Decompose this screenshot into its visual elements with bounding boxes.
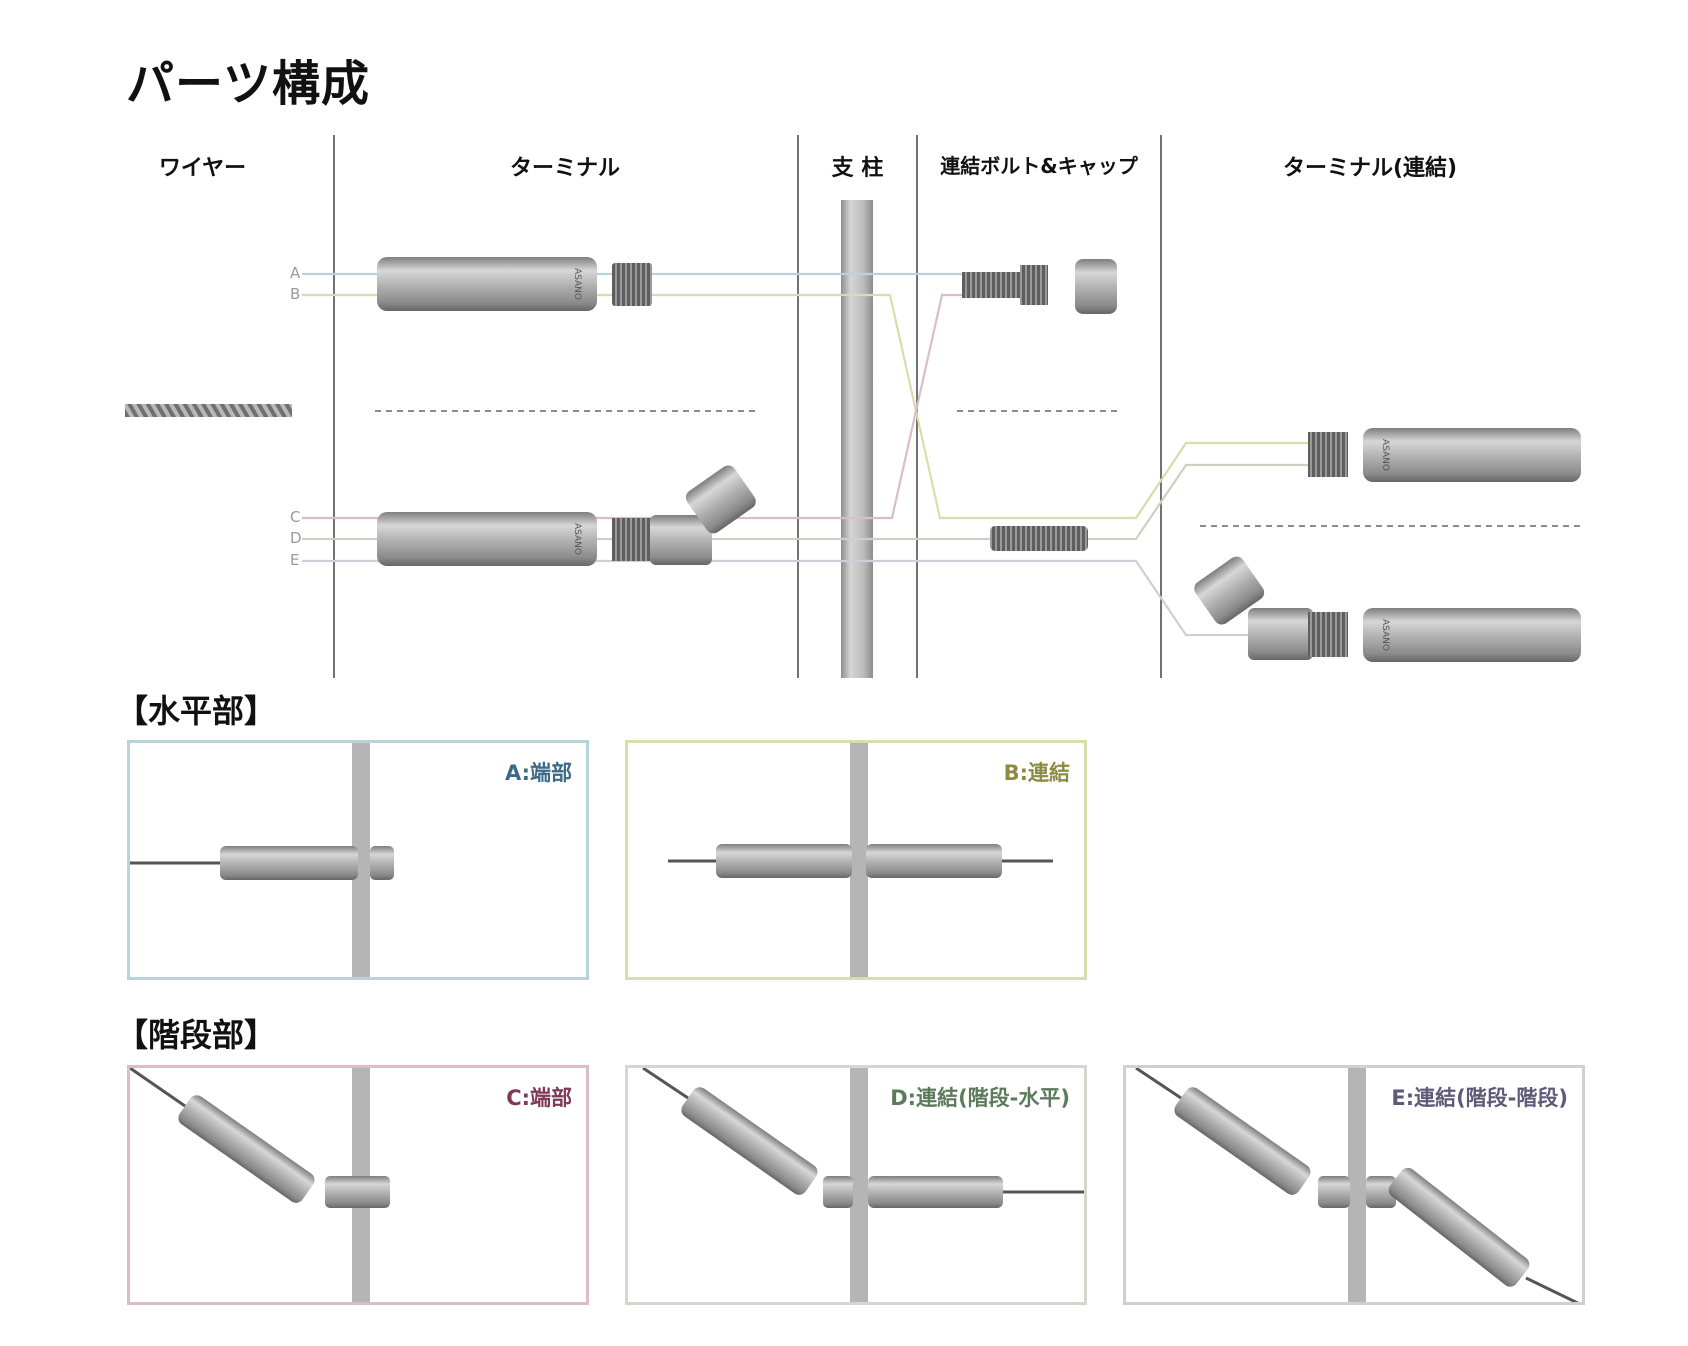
panel-c-label: C:端部 [506,1086,572,1110]
line-label-a: A [290,264,301,282]
terminal-illustration [681,1087,818,1195]
elbow-illustration [823,1176,853,1208]
wire-sample [125,404,292,417]
threaded-sleeve [612,263,652,306]
line-label-d: D [290,529,302,547]
page-title: パーツ構成 [126,56,371,112]
section-title-horizontal: 【水平部】 [116,692,277,730]
terminal-body [1363,608,1581,662]
panel-d-label: D:連結(階段-水平) [890,1086,1070,1110]
terminal-body [377,512,597,566]
elbow-joint [1248,608,1313,660]
column-header-post: 支 柱 [831,156,884,181]
post-illustration [352,743,370,977]
wire-illustration [1135,1068,1182,1100]
cap-illustration [370,846,394,880]
threaded-sleeve [1308,432,1348,477]
post-illustration [1348,1068,1366,1302]
elbow-illustration [1366,1176,1396,1208]
terminal-illustration [220,846,358,880]
wire-illustration [642,1068,689,1100]
line-c [302,293,985,520]
panel-b-label: B:連結 [1003,761,1070,785]
line-label-b: B [290,285,301,303]
panel-e: E:連結(階段-階段) [1123,1065,1585,1305]
elbow-cap [1194,556,1265,625]
elbow-illustration [325,1176,390,1208]
column-header-terminal: ターミナル [509,156,620,181]
elbow-joint [650,515,712,565]
terminal-illustration [1388,1167,1530,1287]
cap-illustration [1075,259,1117,314]
line-d [302,463,1310,541]
brand-text: ASANO [1380,439,1390,471]
wire-illustration [1525,1276,1580,1302]
panel-e-label: E:連結(階段-階段) [1391,1086,1568,1110]
column-header-bolt-cap: 連結ボルト&キャップ [940,154,1138,178]
terminal-body [1363,428,1581,482]
parts-diagram: ASANO ASANO ASANO ASANO [125,135,1585,678]
post-illustration [841,200,873,678]
column-header-terminal-link: ターミナル(連結) [1282,156,1458,181]
stud-bolt [990,526,1088,551]
terminal-illustration [178,1095,315,1203]
terminal-illustration [716,844,852,878]
panel-b: B:連結 [625,740,1087,980]
panel-d: D:連結(階段-水平) [625,1065,1087,1305]
column-header-wire: ワイヤー [158,156,247,181]
terminal-illustration [868,1176,1003,1208]
panel-c: C:端部 [127,1065,589,1305]
panel-a-label: A:端部 [504,761,572,785]
post-illustration [850,1068,868,1302]
terminal-illustration [866,844,1002,878]
line-label-c: C [290,508,301,526]
brand-text: ASANO [572,523,582,555]
bolt-head [1020,265,1048,305]
post-illustration [850,743,868,977]
elbow-illustration [1318,1176,1350,1208]
line-e [302,559,1250,637]
line-label-e: E [290,551,300,569]
elbow-cap [685,465,756,534]
brand-text: ASANO [1380,619,1390,651]
terminal-body [377,257,597,311]
threaded-sleeve [612,518,652,561]
wire-illustration [130,1068,186,1108]
section-title-stair: 【階段部】 [116,1016,277,1054]
line-b [302,293,1310,520]
panel-a: A:端部 [127,740,589,980]
brand-text: ASANO [572,268,582,300]
threaded-sleeve [1308,612,1348,657]
terminal-illustration [1174,1087,1311,1195]
